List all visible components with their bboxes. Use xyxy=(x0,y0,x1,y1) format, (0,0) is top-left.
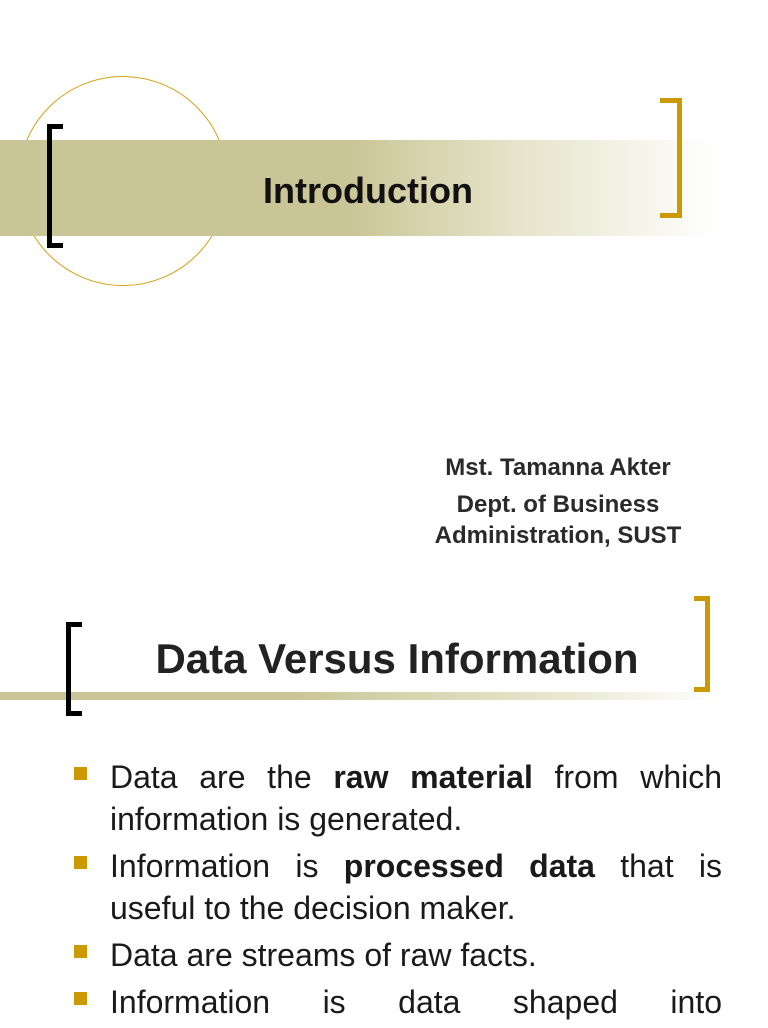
right-bracket-decoration xyxy=(660,98,682,218)
bullet-text: Information is data shaped into xyxy=(110,984,722,1020)
bullet-item: Information is processed data that is us… xyxy=(72,845,722,929)
bullet-text: Data are streams of raw facts. xyxy=(110,937,537,973)
bullet-item: Information is data shaped into xyxy=(72,981,722,1023)
square-bullet-icon xyxy=(74,992,87,1005)
slide-data-vs-information: Data Versus Information Data are the raw… xyxy=(0,590,768,1024)
square-bullet-icon xyxy=(74,767,87,780)
slide-title: Introduction xyxy=(263,170,473,211)
author-name: Mst. Tamanna Akter xyxy=(445,454,671,481)
title-band xyxy=(0,140,720,236)
left-bracket-decoration xyxy=(47,124,63,248)
square-bullet-icon xyxy=(74,945,87,958)
title-underline-band xyxy=(0,692,720,700)
slide-title: Data Versus Information xyxy=(155,635,639,682)
left-bracket-decoration xyxy=(66,622,82,716)
slide-introduction: Introduction Mst. Tamanna Akter Dept. of… xyxy=(0,76,720,551)
author-department: Dept. of Business Administration, SUST xyxy=(434,491,682,549)
right-bracket-decoration xyxy=(694,596,710,692)
square-bullet-icon xyxy=(74,856,87,869)
author-block: Mst. Tamanna Akter Dept. of Business Adm… xyxy=(400,452,716,551)
bullet-item: Data are streams of raw facts. xyxy=(72,934,722,976)
bullet-item: Data are the raw material from which inf… xyxy=(72,756,722,840)
bullet-list: Data are the raw material from which inf… xyxy=(72,756,722,1028)
bullet-text: Data are the raw material from which inf… xyxy=(110,759,723,837)
bullet-text: Information is processed data that is us… xyxy=(110,848,723,926)
